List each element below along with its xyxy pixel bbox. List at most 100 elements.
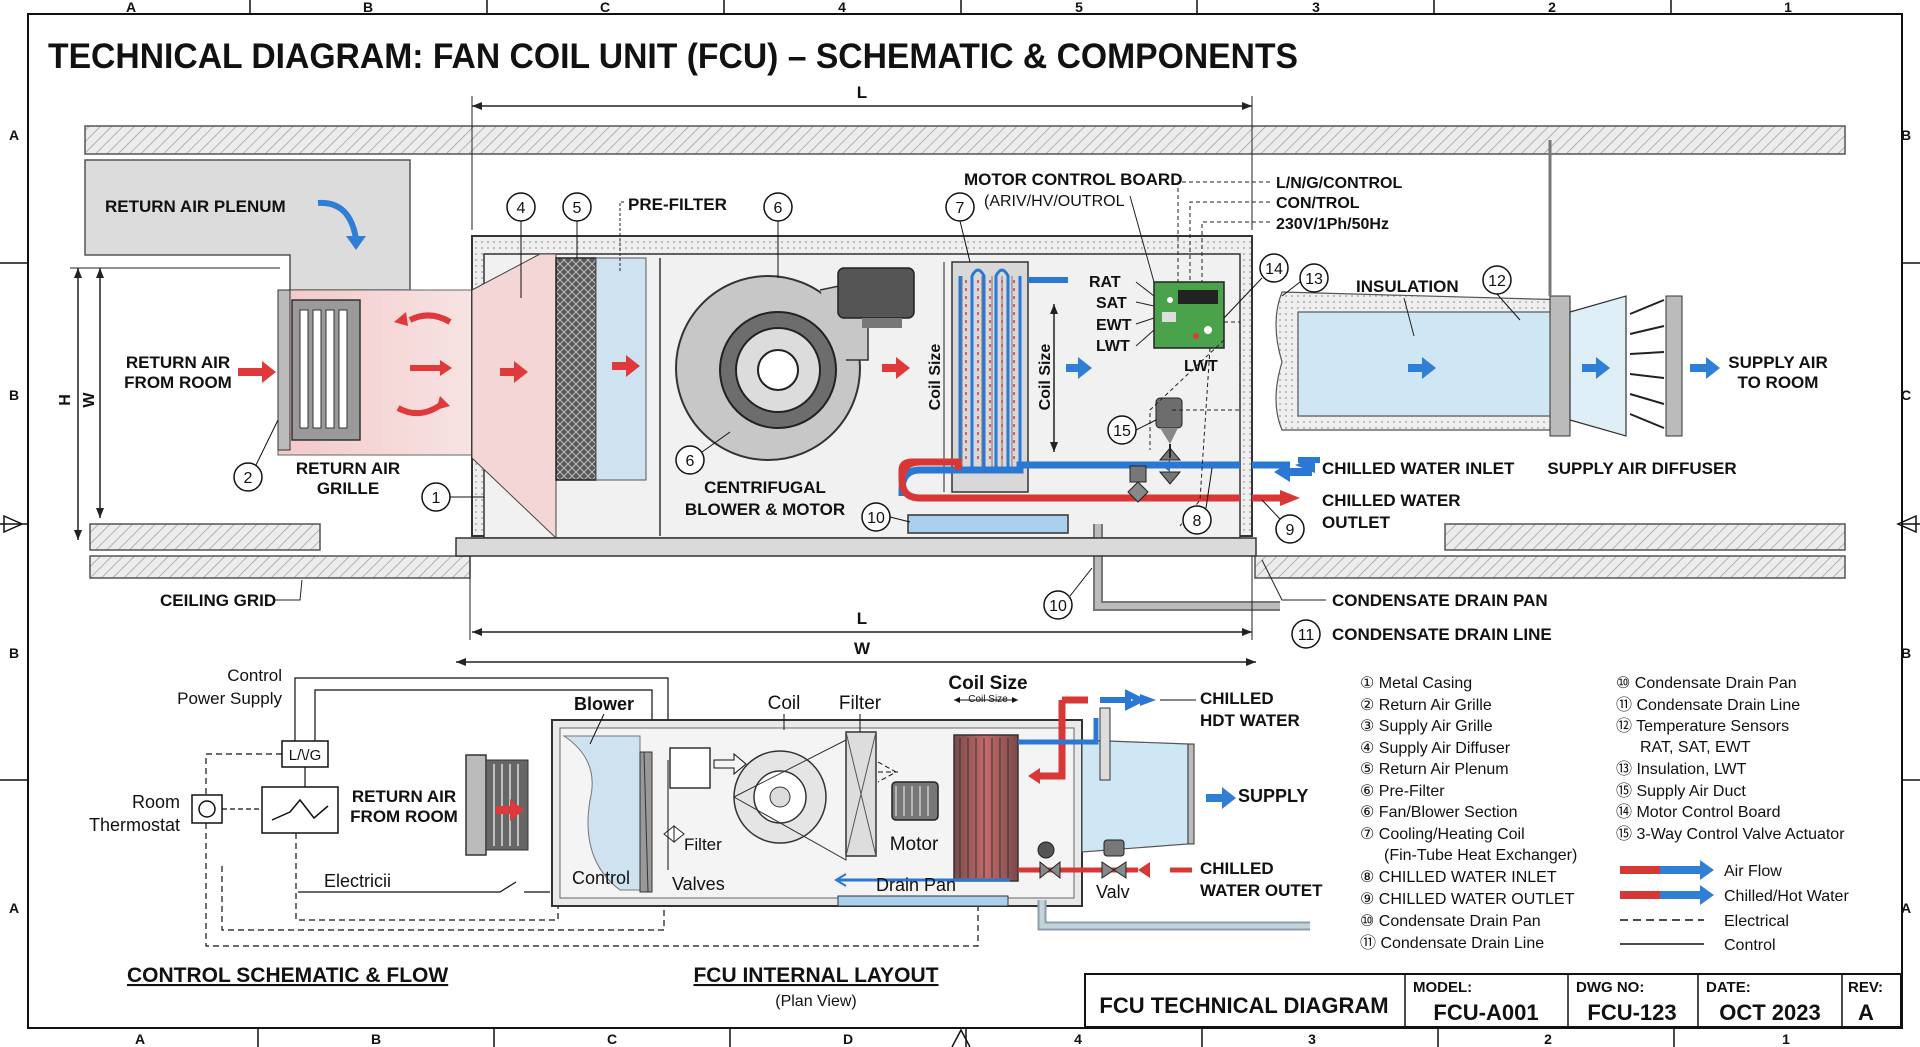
- sensor-label-rat: RAT: [1089, 274, 1121, 291]
- room-thermostat: [191, 794, 223, 824]
- legend-key-air-flow-label: Air Flow: [1724, 863, 1782, 880]
- legend-item: (Fin-Tube Heat Exchanger): [1384, 847, 1577, 864]
- pre-filter-label: PRE-FILTER: [628, 195, 727, 214]
- ceiling-grid-right: [1254, 555, 1846, 579]
- layout-blower-label: Blower: [574, 694, 634, 714]
- return-air-from-room-label-2: FROM ROOM: [124, 373, 232, 392]
- return-air-grille-label-2: GRILLE: [317, 479, 379, 498]
- fcu-internal-layout: Blower Coil Filter Motor Control Filter …: [465, 673, 1323, 1010]
- legend-item: ③ Supply Air Grille: [1360, 718, 1493, 735]
- sensor-label-sat: SAT: [1096, 295, 1127, 312]
- svg-text:3: 3: [1308, 1031, 1316, 1047]
- svg-text:A: A: [126, 0, 136, 15]
- coil-size-label-2: Coil Size: [1037, 344, 1054, 411]
- layout-supply-label: SUPPLY: [1238, 786, 1308, 806]
- layout-supply-duct: [1081, 739, 1189, 853]
- blower-label-2: BLOWER & MOTOR: [685, 500, 845, 519]
- layout-fan-housing: [669, 747, 711, 789]
- legend-item: ④ Supply Air Diffuser: [1360, 740, 1511, 757]
- motor-control-board-label: MOTOR CONTROL BOARD: [964, 170, 1182, 189]
- svg-text:B: B: [9, 387, 19, 403]
- layout-valves-label: Valves: [672, 874, 725, 894]
- layout-coil-size-small-label: Coil Size: [968, 694, 1008, 705]
- chilled-water-outlet-label-2: OUTLET: [1322, 513, 1391, 532]
- layout-chilled-hot-water-label-1: CHILLED: [1200, 689, 1274, 708]
- legend-item: ⑪ Condensate Drain Line: [1616, 696, 1800, 714]
- component-legend: ① Metal Casing ② Return Air Grille ③ Sup…: [1360, 675, 1849, 954]
- svg-text:13: 13: [1305, 271, 1323, 288]
- layout-chilled-water-outlet-label-1: CHILLED: [1200, 859, 1274, 878]
- power-supply-label-2: Power Supply: [177, 689, 282, 708]
- svg-text:C: C: [1901, 387, 1911, 403]
- rev-label: REV:: [1848, 979, 1883, 996]
- motor-control-board-sub-label: (ARIV/HV/OUTROL: [984, 193, 1125, 210]
- svg-text:4: 4: [517, 200, 526, 217]
- layout-filter-valve-label: Filter: [684, 835, 722, 854]
- model-value: FCU-A001: [1433, 1000, 1538, 1025]
- supply-air-diffuser-label: SUPPLY AIR DIFFUSER: [1547, 459, 1736, 478]
- svg-text:5: 5: [1075, 0, 1083, 15]
- layout-motor: [891, 781, 939, 821]
- pre-filter: [555, 257, 597, 481]
- supply-air-diffuser: [1665, 295, 1683, 437]
- svg-text:B: B: [1901, 645, 1911, 661]
- svg-text:4: 4: [1074, 1031, 1082, 1047]
- legend-item: ⑩ Condensate Drain Pan: [1360, 913, 1541, 930]
- legend-item: ⑮ 3-Way Control Valve Actuator: [1616, 825, 1845, 843]
- rev-value: A: [1858, 1000, 1874, 1025]
- svg-text:10: 10: [867, 510, 885, 527]
- lng-terminal-box: [281, 740, 329, 768]
- date-label: DATE:: [1706, 979, 1751, 996]
- layout-subheading: (Plan View): [775, 993, 857, 1010]
- svg-text:A: A: [9, 900, 19, 916]
- electrical-label: Electricii: [324, 871, 391, 891]
- return-air-in-arrow: [238, 361, 276, 383]
- control-return-air-label-1: RETURN AIR: [352, 787, 456, 806]
- fcu-base-rail: [455, 537, 1257, 557]
- svg-text:6: 6: [686, 453, 695, 470]
- legend-item: ⑦ Cooling/Heating Coil: [1360, 826, 1525, 843]
- coil-size-label-1: Coil Size: [927, 344, 944, 411]
- legend-item: ⑫ Temperature Sensors: [1616, 717, 1789, 735]
- svg-text:7: 7: [956, 200, 965, 217]
- layout-valve-label: Valv: [1096, 882, 1130, 902]
- title-block-name: FCU TECHNICAL DIAGRAM: [1099, 993, 1388, 1018]
- ceiling-slab-right: [1444, 523, 1846, 551]
- ceiling-slab-top: [84, 125, 1846, 155]
- svg-text:C: C: [600, 0, 610, 15]
- room-thermostat-label-2: Thermostat: [89, 815, 180, 835]
- svg-text:1: 1: [432, 490, 441, 507]
- condensate-drain-line-label: CONDENSATE DRAIN LINE: [1332, 625, 1552, 644]
- svg-text:B: B: [363, 0, 373, 15]
- layout-drain-pan: [837, 895, 1009, 907]
- layout-coil-size-label: Coil Size: [948, 673, 1027, 694]
- svg-text:L/\/G: L/\/G: [289, 747, 322, 764]
- svg-text:4: 4: [838, 0, 846, 15]
- dimension-W-bottom-label: W: [854, 639, 871, 658]
- svg-text:2: 2: [244, 470, 253, 487]
- ceiling-grid-label: CEILING GRID: [160, 591, 276, 610]
- svg-text:10: 10: [1049, 598, 1067, 615]
- layout-coil: [953, 734, 1019, 882]
- return-air-grille-label-1: RETURN AIR: [296, 459, 400, 478]
- legend-item: ⑨ CHILLED WATER OUTLET: [1360, 891, 1575, 908]
- svg-text:15: 15: [1113, 423, 1131, 440]
- sensor-label-lwt: LWT: [1096, 338, 1130, 355]
- drawing-title: TECHNICAL DIAGRAM: FAN COIL UNIT (FCU) –…: [48, 37, 1298, 76]
- svg-text:2: 2: [1548, 0, 1556, 15]
- layout-motor-label: Motor: [890, 834, 939, 855]
- legend-item: ⑪ Condensate Drain Line: [1360, 934, 1544, 952]
- room-thermostat-label-1: Room: [132, 792, 180, 812]
- layout-control-label: Control: [572, 868, 630, 888]
- ceiling-grid-left: [89, 555, 471, 579]
- blower-label-1: CENTRIFUGAL: [704, 478, 826, 497]
- return-air-plenum-label: RETURN AIR PLENUM: [105, 197, 286, 216]
- dwg-no-label: DWG NO:: [1576, 979, 1644, 996]
- control-schematic-heading: CONTROL SCHEMATIC & FLOW: [127, 964, 448, 987]
- svg-text:11: 11: [1298, 627, 1315, 644]
- power-wiring: [1177, 181, 1270, 282]
- model-label: MODEL:: [1413, 979, 1472, 996]
- svg-text:12: 12: [1488, 273, 1506, 290]
- svg-text:14: 14: [1265, 261, 1283, 278]
